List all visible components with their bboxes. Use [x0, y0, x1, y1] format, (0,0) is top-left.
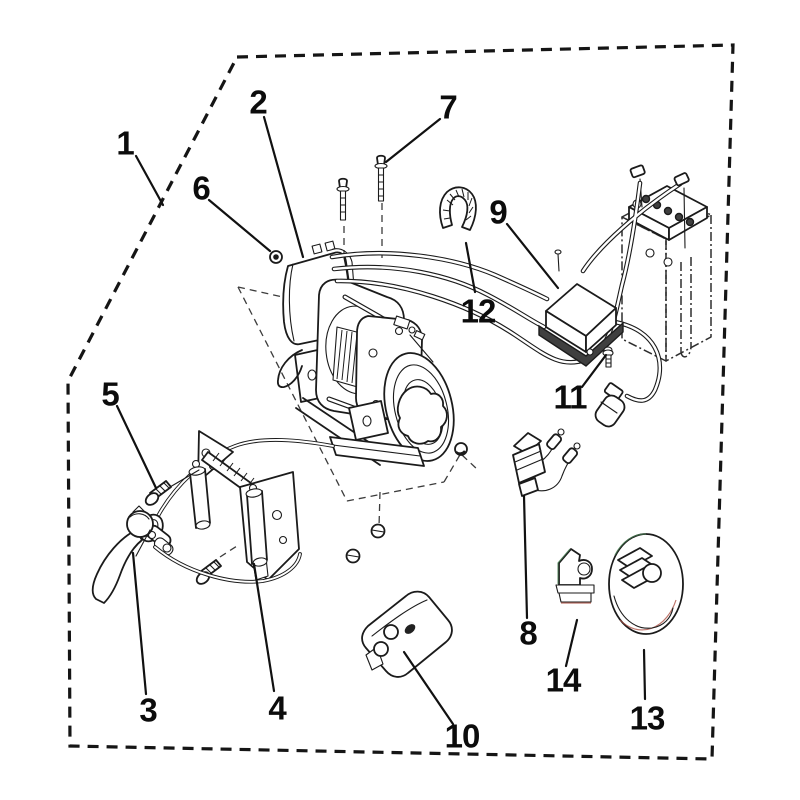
winch-assembly [276, 240, 455, 467]
callout-label-14: 14 [546, 662, 582, 699]
bolt-left [144, 480, 172, 506]
remote-control [361, 590, 453, 678]
callout-leader-8 [522, 494, 529, 620]
callout-label-10: 10 [445, 718, 480, 755]
solenoid-screw-top [554, 249, 562, 272]
callout-label-2: 2 [249, 84, 267, 121]
cable-lug [629, 164, 646, 179]
callout-leader-4 [252, 562, 276, 693]
callout-label-7: 7 [439, 89, 456, 126]
callout-leader-3 [131, 551, 148, 696]
nut [269, 250, 283, 264]
callout-leader-11 [580, 353, 608, 389]
callout-label-12: 12 [461, 293, 496, 330]
wire-rope-loop [153, 545, 302, 584]
bolt-top [374, 154, 388, 202]
mounting-channel [295, 397, 425, 467]
callout-label-3: 3 [139, 692, 157, 729]
grommet-ring [454, 442, 468, 456]
remote-button [383, 624, 399, 640]
callout-label-4: 4 [268, 690, 287, 727]
solenoid-box [538, 249, 626, 428]
hook-assembly [91, 505, 174, 604]
screw-solenoid [602, 346, 614, 368]
fairlead-bracket [169, 430, 300, 585]
callout-leader-14 [564, 618, 579, 668]
hook [91, 529, 143, 604]
pan-screw [370, 523, 386, 539]
bracket-part [555, 548, 595, 604]
callout-label-13: 13 [630, 700, 665, 737]
saddle-part [608, 533, 684, 635]
callout-leader-13 [642, 648, 647, 701]
fasteners [144, 154, 614, 564]
callout-label-8: 8 [519, 615, 537, 652]
callout-label-11: 11 [554, 379, 588, 416]
remote-button [373, 641, 389, 657]
remote-socket-plug [594, 382, 626, 428]
gear-housing [383, 334, 455, 462]
callout-leader-12 [464, 241, 477, 294]
callout-leader-5 [115, 404, 158, 490]
bolt-top-second [336, 177, 350, 221]
callout-leader-9 [505, 222, 560, 290]
remote-port [404, 624, 416, 634]
callout-leader-6 [207, 198, 272, 253]
callout-label-9: 9 [489, 194, 507, 231]
hook-strap [439, 186, 477, 231]
callout-label-1: 1 [116, 125, 134, 162]
callout-leader-10 [402, 650, 455, 726]
callout-leader-1 [134, 154, 165, 207]
wire-rope [151, 438, 335, 526]
wiring-plug [512, 428, 581, 497]
pan-screw [345, 548, 361, 564]
callout-label-6: 6 [192, 170, 210, 207]
cable-lug [673, 172, 690, 187]
callout-leader-2 [262, 115, 305, 259]
callout-leader-7 [384, 117, 442, 164]
callout-label-5: 5 [101, 376, 119, 413]
